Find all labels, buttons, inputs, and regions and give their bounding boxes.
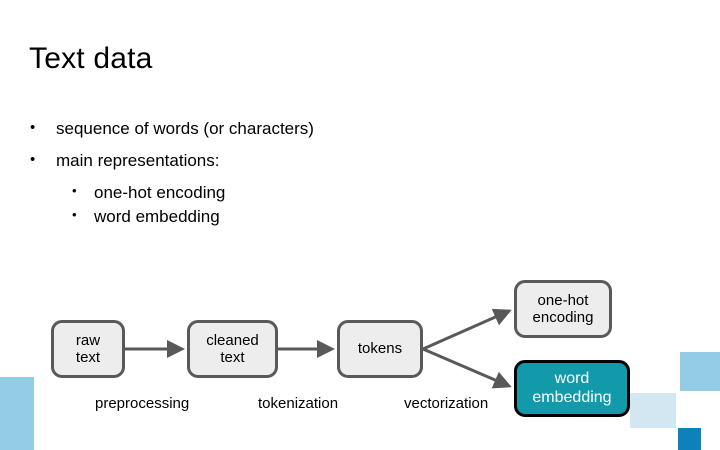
list-item: • one-hot encoding [30,182,550,205]
bullet-list: • sequence of words (or characters) • ma… [30,118,550,230]
node-raw-text[interactable]: raw text [51,320,125,378]
node-label: cleaned text [206,331,259,366]
edge-label-vectorization: vectorization [404,395,489,412]
list-item: • main representations: [30,150,550,173]
list-item-label: word embedding [94,206,220,226]
decoration-right-pale-square [630,393,676,428]
bullet-icon: • [30,119,36,136]
edge-label-preprocessing: preprocessing [95,395,190,412]
decoration-right-blue-square [680,352,720,391]
list-item: • word embedding [30,206,550,229]
bullet-icon: • [30,150,36,168]
node-label: word embedding [532,369,612,406]
node-label: tokens [357,340,403,358]
node-tokens[interactable]: tokens [337,320,423,378]
node-label: raw text [75,331,101,366]
decoration-right-accent-square [678,428,701,450]
decoration-left-blue-bar [0,377,34,450]
node-word-embedding[interactable]: word embedding [514,360,630,417]
list-item-label: main representations: [56,150,220,170]
list-item-label: sequence of words (or characters) [56,119,314,138]
list-item-label: one-hot encoding [94,182,226,202]
edge-label-tokenization: tokenization [258,395,339,412]
arrow-tokens-to-word-embedding [422,347,512,389]
bullet-icon: • [72,182,77,198]
bullet-icon: • [72,206,77,222]
list-item: • sequence of words (or characters) [30,118,550,141]
node-label: one-hot encoding [532,291,594,326]
node-cleaned-text[interactable]: cleaned text [187,320,278,378]
node-one-hot-encoding[interactable]: one-hot encoding [514,280,612,338]
arrow-tokens-to-one-hot [422,308,512,351]
page-title: Text data [29,42,153,75]
